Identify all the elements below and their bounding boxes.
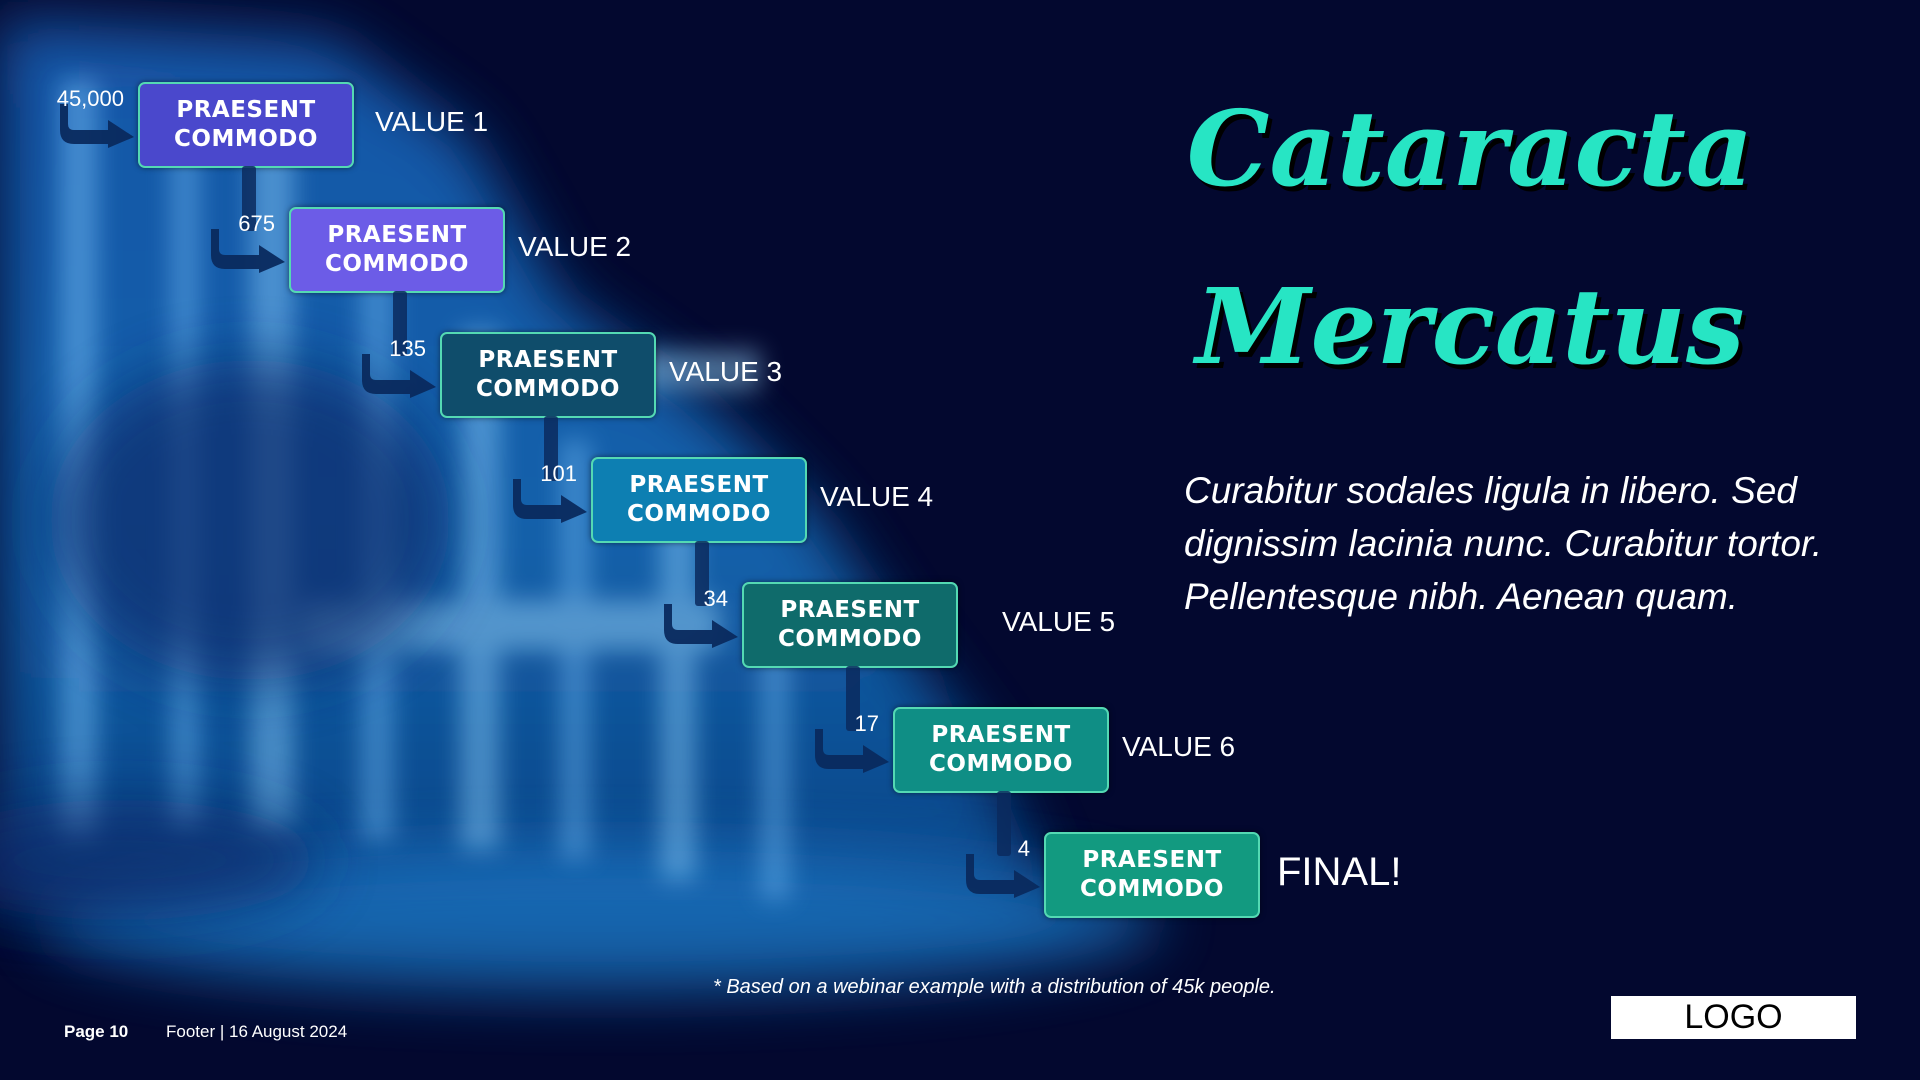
step-count: 675 (238, 211, 275, 236)
step-value: VALUE 4 (820, 481, 934, 512)
flow-connector (846, 666, 860, 731)
step-label-top: PRAESENT (327, 222, 467, 248)
step-count: 17 (854, 711, 879, 736)
step-value: VALUE 6 (1122, 731, 1236, 762)
flow-arrow-icon (966, 854, 1040, 898)
flow-arrow-icon (60, 104, 134, 148)
flow-arrow-icon (815, 729, 889, 773)
step-count: 4 (1017, 836, 1030, 861)
footnote: * Based on a webinar example with a dist… (713, 976, 1276, 998)
step-label-bottom: COMMODO (1080, 876, 1224, 902)
step-label-bottom: COMMODO (476, 376, 620, 402)
step-label-top: PRAESENT (931, 722, 1071, 748)
step-box: PRAESENT COMMODO (138, 82, 354, 168)
body-text: Curabitur sodales ligula in libero. Sed … (1184, 470, 1823, 617)
flow-connector (242, 166, 256, 231)
step-value: VALUE 5 (1002, 606, 1116, 637)
title-line-2: Mercatus (1195, 265, 1745, 388)
step-box: PRAESENT COMMODO (289, 207, 505, 293)
step-count: 135 (389, 336, 426, 361)
step-label-top: PRAESENT (176, 97, 316, 123)
step-label-bottom: COMMODO (174, 126, 318, 152)
step-count: 45,000 (56, 86, 124, 111)
step-label-bottom: COMMODO (778, 626, 922, 652)
page-title: Cataracta Mercatus (1110, 60, 1830, 416)
flow-connector (695, 541, 709, 606)
step-count: 34 (703, 586, 728, 611)
final-label: FINAL! (1277, 850, 1402, 894)
logo: LOGO (1611, 996, 1856, 1039)
step-box: PRAESENT COMMODO (440, 332, 656, 418)
step-box: PRAESENT COMMODO (591, 457, 807, 543)
step-box: PRAESENT COMMODO (893, 707, 1109, 793)
step-label-bottom: COMMODO (929, 751, 1073, 777)
flow-arrow-icon (362, 354, 436, 398)
step-box: PRAESENT COMMODO (742, 582, 958, 668)
footer-text: Footer | 16 August 2024 (166, 1022, 348, 1041)
page-number: Page 10 (64, 1022, 129, 1041)
step-label-bottom: COMMODO (325, 251, 469, 277)
flow-arrow-icon (664, 604, 738, 648)
step-value: VALUE 1 (375, 106, 489, 137)
step-count: 101 (540, 461, 577, 486)
step-label-top: PRAESENT (780, 597, 920, 623)
step-box: PRAESENT COMMODO (1044, 832, 1260, 918)
step-value: VALUE 2 (518, 231, 632, 262)
flow-arrow-icon (211, 229, 285, 273)
step-label-top: PRAESENT (1082, 847, 1222, 873)
flow-arrow-icon (513, 479, 587, 523)
step-label-bottom: COMMODO (627, 501, 771, 527)
step-value: VALUE 3 (669, 356, 783, 387)
title-line-1: Cataracta (1186, 87, 1754, 210)
flow-connector (393, 291, 407, 356)
step-label-top: PRAESENT (629, 472, 769, 498)
flow-connector (997, 791, 1011, 856)
flow-connector (544, 416, 558, 481)
step-label-top: PRAESENT (478, 347, 618, 373)
